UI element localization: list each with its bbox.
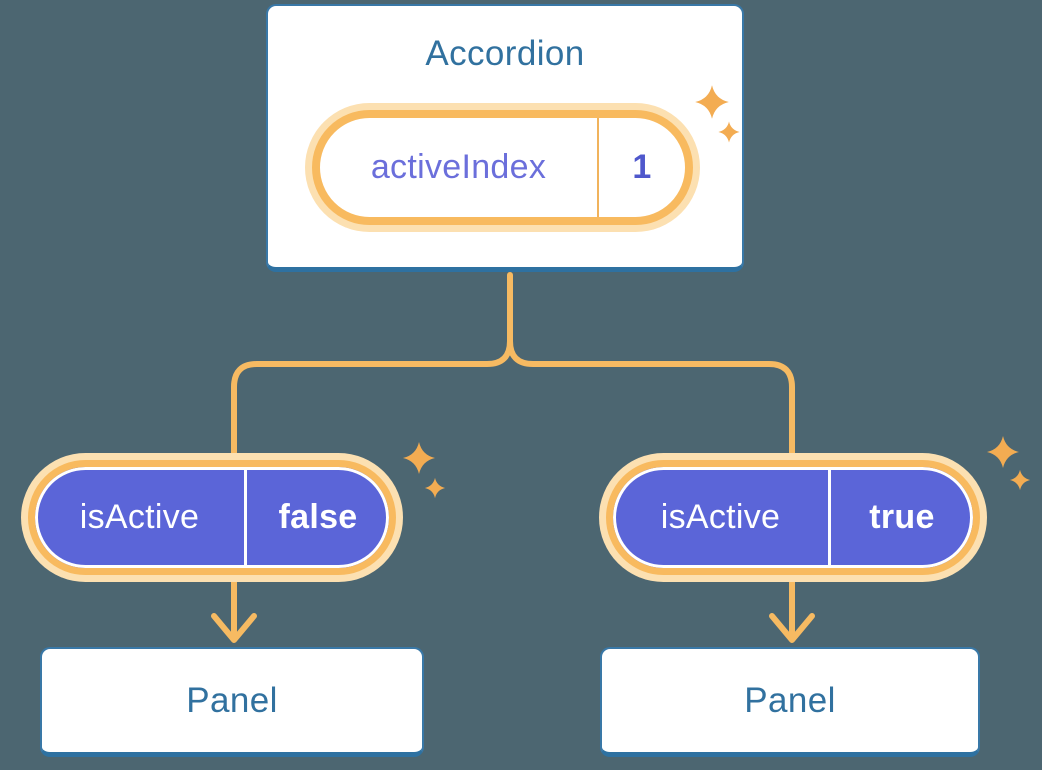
panel-component-box-right: Panel <box>600 647 980 757</box>
accordion-component-box: Accordion activeIndex 1 <box>266 4 744 272</box>
prop-pill-isactive-left: isActive false <box>28 460 396 575</box>
sparkle-icon <box>424 477 446 499</box>
sparkle-icon <box>1009 469 1031 491</box>
prop-pill-value: true <box>828 467 973 568</box>
prop-pill-value: false <box>244 467 389 568</box>
state-pill-value: 1 <box>597 118 685 217</box>
accordion-title: Accordion <box>425 34 585 73</box>
panel-title: Panel <box>744 680 836 720</box>
state-pill-activeindex: activeIndex 1 <box>312 110 693 225</box>
sparkle-icon <box>403 442 435 474</box>
panel-title: Panel <box>186 680 278 720</box>
sparkle-icon <box>987 436 1019 468</box>
arrowhead-right-icon <box>769 613 815 643</box>
prop-pill-label: isActive <box>660 498 781 536</box>
panel-component-box-left: Panel <box>40 647 424 757</box>
state-pill-label: activeIndex <box>370 148 547 186</box>
connector-stem-left-branch <box>231 272 513 640</box>
prop-pill-isactive-right: isActive true <box>606 460 980 575</box>
arrowhead-left-icon <box>211 613 257 643</box>
prop-pill-label: isActive <box>79 498 200 536</box>
